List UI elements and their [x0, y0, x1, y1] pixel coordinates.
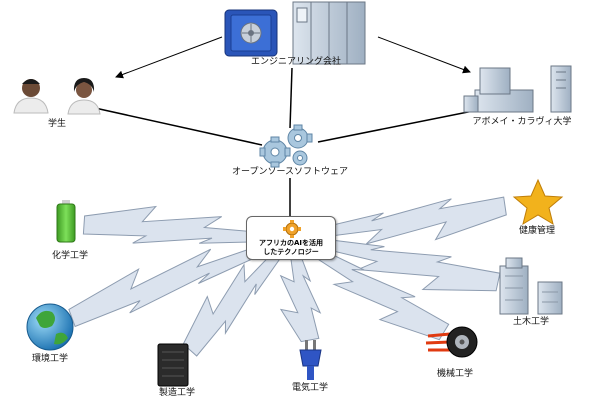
connector-electrical	[279, 236, 322, 343]
label-manufacturing: 製造工学	[158, 388, 196, 398]
label-health: 健康管理	[518, 226, 556, 236]
connector-environmental	[68, 234, 293, 328]
hub-title-line2: したテクノロジー	[263, 248, 319, 256]
battery-icon	[56, 200, 76, 243]
skyscraper-icon	[499, 257, 563, 315]
label-students: 学生	[47, 119, 67, 129]
connector-chemical	[82, 205, 292, 244]
label-mechanical: 機械工学	[436, 369, 474, 379]
label-university: アボメイ・カラヴィ大学	[472, 117, 572, 127]
arrow-company-university	[377, 36, 471, 74]
label-company: エンジニアリング会社	[250, 57, 342, 67]
server-cabinet-icon	[292, 1, 366, 65]
label-chemical: 化学工学	[51, 251, 89, 261]
label-electrical: 電気工学	[291, 383, 329, 393]
student-female-icon	[67, 78, 101, 115]
student-male-icon	[13, 79, 49, 114]
label-oss: オープンソースソフトウェア	[231, 167, 349, 177]
connector-mechanical	[288, 234, 450, 341]
star-icon	[512, 178, 564, 226]
connector-manufacturing	[182, 235, 294, 357]
university-building-icon	[463, 65, 572, 113]
safe-icon	[224, 9, 278, 57]
server-tower-icon	[157, 343, 189, 387]
line-students-oss	[94, 107, 263, 146]
power-plug-icon	[299, 340, 322, 380]
line-university-oss	[317, 109, 479, 143]
gears-icon	[259, 124, 313, 168]
globe-icon	[26, 303, 74, 351]
hub-title-line1: アフリカのAIを活用	[258, 239, 324, 247]
label-civil: 土木工学	[512, 317, 550, 327]
arrow-company-students	[115, 36, 223, 79]
speeding-wheel-icon	[425, 326, 478, 358]
line-company-oss	[289, 67, 293, 129]
ai-technology-hub: アフリカのAIを活用 したテクノロジー	[246, 216, 336, 260]
label-environmental: 環境工学	[31, 354, 69, 364]
orange-gear-icon	[283, 220, 301, 238]
